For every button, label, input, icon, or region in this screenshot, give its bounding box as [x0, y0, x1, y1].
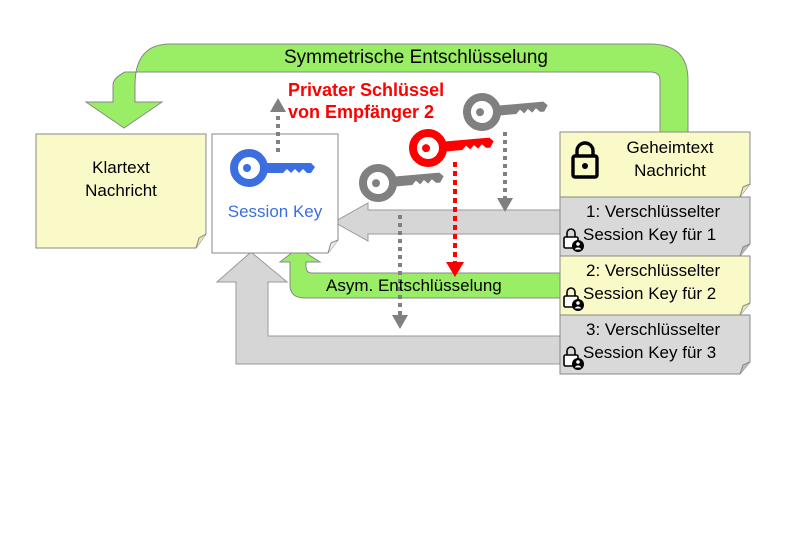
return-arrow-gray	[215, 251, 561, 365]
dotted-arrow-key2	[446, 162, 464, 277]
encrypted-key-3-line1: 3: Verschlüsselter	[586, 320, 721, 339]
asymmetric-decryption-label: Asym. Entschlüsselung	[326, 276, 502, 295]
key-icon	[412, 127, 495, 164]
dotted-arrow-key3	[392, 215, 408, 329]
padlock-icon	[571, 141, 599, 179]
dotted-arrow-key1	[497, 132, 513, 212]
dotted-arrow-up	[270, 98, 286, 152]
asymmetric-decryption-arrow	[278, 247, 561, 299]
private-key-label-line2: von Empfänger 2	[288, 102, 435, 122]
encrypted-key-2-line2: Session Key für 2	[583, 284, 717, 303]
session-key-note	[211, 133, 339, 254]
encrypted-key-1-line2: Session Key für 1	[583, 225, 717, 244]
ciphertext-line2: Nachricht	[634, 161, 706, 180]
encrypted-key-2-line1: 2: Verschlüsselter	[586, 261, 721, 280]
plaintext-line2: Nachricht	[85, 181, 157, 200]
symmetric-decryption-label: Symmetrische Entschlüsselung	[284, 47, 548, 68]
key-icon	[362, 162, 445, 199]
key-icon	[466, 91, 549, 128]
private-key-label-line1: Privater Schlüssel	[288, 80, 445, 100]
symmetric-decryption-arrow	[84, 43, 689, 133]
session-key-label: Session Key	[227, 202, 323, 221]
encrypted-key-arrow	[332, 202, 561, 242]
ciphertext-line1: Geheimtext	[626, 138, 714, 157]
encrypted-key-3-line2: Session Key für 3	[583, 343, 717, 362]
plaintext-line1: Klartext	[92, 158, 150, 177]
encrypted-key-1-line1: 1: Verschlüsselter	[586, 202, 721, 221]
